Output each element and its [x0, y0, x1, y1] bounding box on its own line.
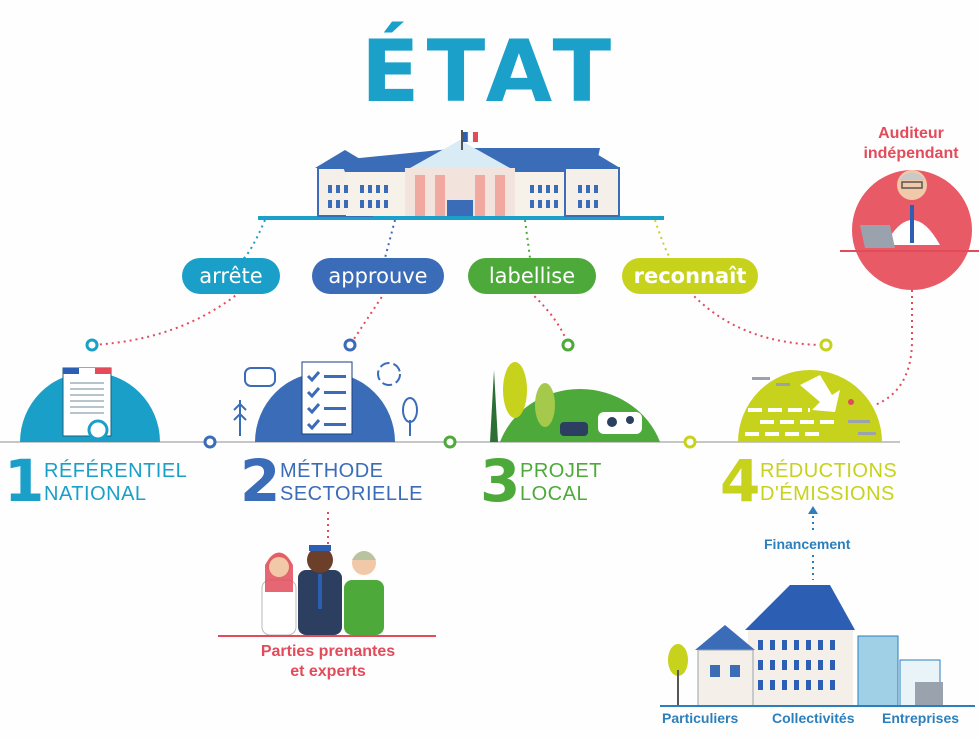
step-number: 3: [480, 447, 521, 515]
stakeholders-label-line2: et experts: [290, 663, 366, 680]
step2-illustration: [233, 361, 418, 442]
funder-particuliers: Particuliers: [662, 710, 739, 726]
auditor-illustration: [840, 170, 979, 290]
step3-illustration: [490, 362, 660, 442]
step-label-line1: RÉDUCTIONS: [760, 460, 898, 482]
connector-dots: [85, 338, 833, 449]
step-number: 4: [720, 447, 761, 515]
step4-illustration: [738, 370, 882, 442]
step-label: MÉTHODE SECTORIELLE: [280, 460, 423, 506]
auditor-label-line2: indépendant: [863, 145, 959, 162]
step-label-line2: LOCAL: [520, 483, 589, 505]
step-label: RÉDUCTIONS D'ÉMISSIONS: [760, 460, 897, 506]
step-label-line1: PROJET: [520, 460, 602, 482]
financing-label: Financement: [764, 536, 851, 552]
state-connectors: [91, 219, 913, 580]
step-label: PROJET LOCAL: [520, 460, 602, 506]
step-number: 1: [4, 447, 45, 515]
step-label-line1: MÉTHODE: [280, 460, 384, 482]
state-building: [258, 130, 664, 220]
funders-illustration: [660, 585, 975, 707]
step-number: 2: [240, 447, 281, 515]
stakeholders-illustration: [218, 545, 436, 637]
step1-illustration: [20, 367, 160, 442]
action-pill-approuve: approuve: [312, 258, 444, 294]
action-pill-labellise: labellise: [468, 258, 596, 294]
step-label: RÉFÉRENTIEL NATIONAL: [44, 460, 187, 506]
step-label-line2: SECTORIELLE: [280, 483, 423, 505]
page-title: ÉTAT: [360, 22, 619, 122]
step-label-line2: NATIONAL: [44, 483, 147, 505]
step-label-line2: D'ÉMISSIONS: [760, 483, 895, 505]
funder-collectivites: Collectivités: [772, 710, 855, 726]
action-pill-reconnait: reconnaît: [622, 258, 758, 294]
stakeholders-label: Parties prenantes et experts: [228, 642, 428, 682]
action-pill-arrete: arrête: [182, 258, 280, 294]
auditor-label: Auditeur indépendant: [846, 124, 976, 164]
funder-entreprises: Entreprises: [882, 710, 960, 726]
financing-arrow-head: [808, 506, 818, 514]
step-label-line1: RÉFÉRENTIEL: [44, 460, 188, 482]
stakeholders-label-line1: Parties prenantes: [260, 643, 396, 660]
auditor-label-line1: Auditeur: [878, 125, 944, 142]
